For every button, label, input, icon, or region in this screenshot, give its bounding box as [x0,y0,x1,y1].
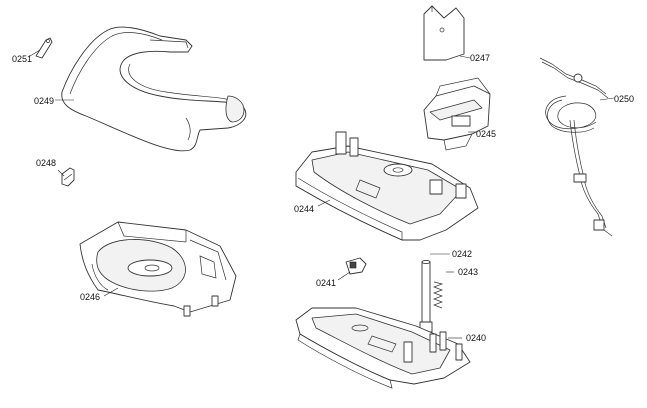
label-0248: 0248 [36,158,56,168]
part-0240-soleplate [295,307,471,389]
part-0246-rear-housing [79,221,237,317]
label-0247: 0247 [470,53,490,63]
label-0241: 0241 [316,278,336,288]
part-0250-power-cord [539,57,615,237]
part-0247-bracket [423,5,471,61]
label-0249: 0249 [34,96,54,106]
part-0245-top-mechanism [423,77,491,151]
label-0242: 0242 [452,249,472,259]
label-0243: 0243 [458,267,478,277]
part-0241-slider [337,257,367,281]
label-0244: 0244 [294,204,314,214]
part-0249-handle-cover [55,26,247,152]
part-0243-spring [433,271,454,309]
part-0242-rod [419,253,450,333]
label-0246: 0246 [80,292,100,302]
label-0250: 0250 [614,94,634,104]
part-0244-main-body [295,131,479,241]
part-0248-hook [57,167,75,187]
part-0251-clip [29,37,53,59]
label-0251: 0251 [12,54,32,64]
label-0240: 0240 [466,333,486,343]
label-0245: 0245 [476,129,496,139]
